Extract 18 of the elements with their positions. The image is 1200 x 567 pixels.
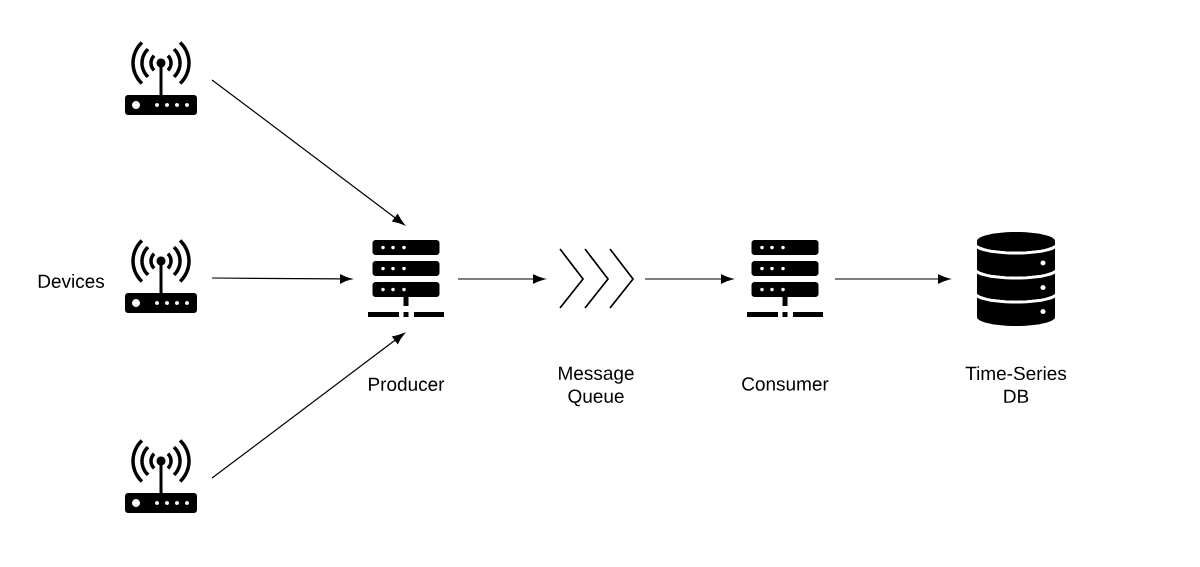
arrow — [457, 274, 545, 284]
arrow — [834, 274, 950, 284]
chevron-icon — [559, 248, 635, 309]
arrow — [211, 79, 405, 226]
icon-caption: Consumer — [742, 377, 829, 391]
database-icon — [977, 232, 1055, 326]
icon-caption: Producer — [369, 377, 445, 391]
server-icon — [747, 240, 823, 317]
group-label: Devices — [38, 274, 105, 288]
server-icon — [368, 240, 444, 317]
icon-caption: Time-Series DB — [965, 366, 1067, 403]
router-icon — [125, 239, 197, 313]
icon-caption: Message Queue — [559, 366, 634, 407]
arrow — [644, 274, 733, 284]
router-icon — [125, 439, 197, 513]
arrow — [211, 274, 352, 284]
router-icon — [125, 41, 197, 115]
arrow — [211, 332, 405, 479]
